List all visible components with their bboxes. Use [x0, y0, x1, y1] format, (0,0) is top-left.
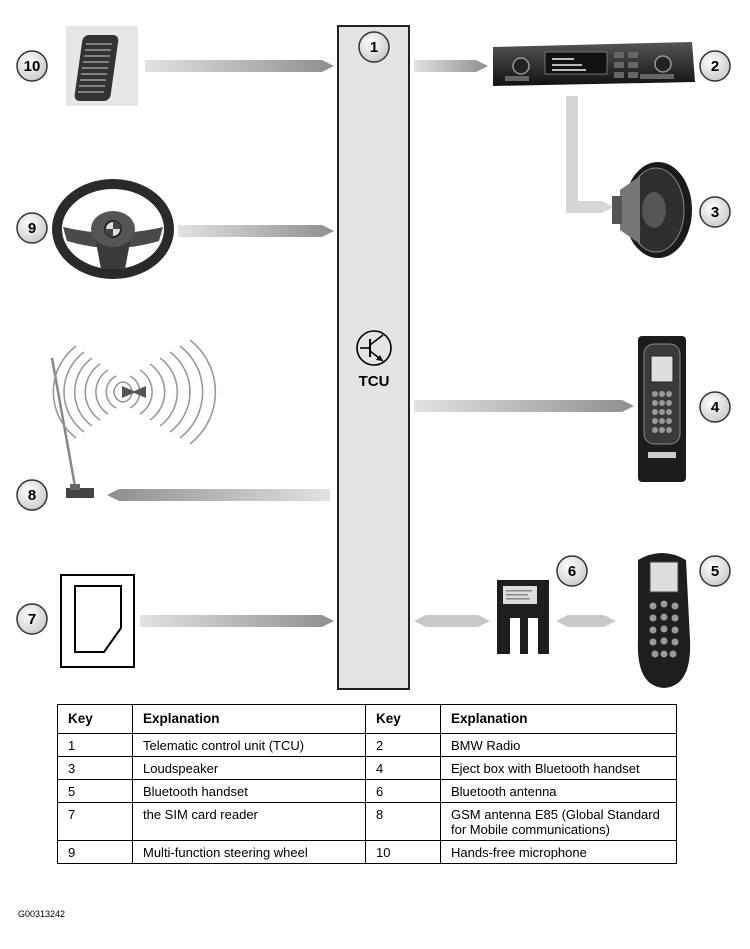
arrow-tcu-to-eject-box	[414, 400, 634, 412]
svg-text:3: 3	[711, 204, 719, 221]
callout-9: 9	[16, 212, 48, 244]
svg-text:4: 4	[711, 399, 720, 416]
header-explanation-2: Explanation	[440, 704, 677, 734]
header-key-2: Key	[365, 704, 441, 734]
svg-text:6: 6	[568, 563, 576, 580]
table-row: 1 Telematic control unit (TCU) 2 BMW Rad…	[57, 733, 677, 757]
microphone-image	[66, 26, 138, 106]
arrow-tcu-bt-antenna	[414, 615, 490, 627]
callout-5: 5	[699, 555, 731, 587]
bluetooth-antenna-image	[497, 580, 549, 654]
bluetooth-handset-image	[637, 553, 691, 688]
svg-text:7: 7	[28, 611, 36, 628]
arrow-bt-antenna-handset	[556, 615, 616, 627]
svg-text:10: 10	[24, 58, 41, 75]
transistor-icon	[356, 330, 392, 366]
gsm-antenna-image	[50, 339, 217, 498]
loudspeaker-image	[612, 162, 692, 258]
table-row: 5 Bluetooth handset 6 Bluetooth antenna	[57, 779, 677, 803]
svg-text:2: 2	[711, 58, 719, 75]
key-cell: 3	[57, 756, 133, 780]
explanation-cell: Multi-function steering wheel	[132, 840, 366, 864]
sim-card-image	[60, 574, 135, 668]
explanation-cell: Bluetooth antenna	[440, 779, 677, 803]
svg-text:8: 8	[28, 487, 36, 504]
key-cell: 1	[57, 733, 133, 757]
arrow-tcu-to-radio	[414, 60, 488, 72]
callout-2: 2	[699, 50, 731, 82]
key-cell: 9	[57, 840, 133, 864]
explanation-cell: the SIM card reader	[132, 802, 366, 841]
steering-wheel-image	[52, 179, 174, 279]
key-cell: 8	[365, 802, 441, 841]
explanation-cell: BMW Radio	[440, 733, 677, 757]
tcu-box: TCU	[337, 25, 410, 690]
table-row: 7 the SIM card reader 8 GSM antenna E85 …	[57, 802, 677, 841]
table-row: 9 Multi-function steering wheel 10 Hands…	[57, 840, 677, 864]
explanation-cell: Telematic control unit (TCU)	[132, 733, 366, 757]
explanation-cell: Bluetooth handset	[132, 779, 366, 803]
arrow-sim-to-tcu	[140, 615, 334, 627]
key-cell: 4	[365, 756, 441, 780]
figure-id: G00313242	[18, 909, 66, 919]
key-cell: 7	[57, 802, 133, 841]
table-row: 3 Loudspeaker 4 Eject box with Bluetooth…	[57, 756, 677, 780]
callout-8: 8	[16, 479, 48, 511]
header-explanation-1: Explanation	[132, 704, 366, 734]
callout-7: 7	[16, 603, 48, 635]
key-cell: 10	[365, 840, 441, 864]
eject-box-handset-image	[638, 336, 686, 482]
arrow-tcu-to-antenna	[107, 489, 330, 501]
explanation-cell: GSM antenna E85 (Global Standard for Mob…	[440, 802, 677, 841]
explanation-cell: Hands-free microphone	[440, 840, 677, 864]
key-table: Key Explanation Key Explanation 1 Telema…	[57, 704, 677, 864]
callouts: 1 10 9 8 7 2 3 4 6 5	[16, 31, 731, 635]
svg-text:9: 9	[28, 220, 36, 237]
connection-arrows	[107, 60, 634, 627]
key-cell: 2	[365, 733, 441, 757]
arrow-microphone-to-tcu	[145, 60, 334, 72]
explanation-cell: Eject box with Bluetooth handset	[440, 756, 677, 780]
callout-3: 3	[699, 196, 731, 228]
callout-10: 10	[16, 50, 48, 82]
callout-6: 6	[556, 555, 588, 587]
svg-text:1: 1	[370, 39, 378, 56]
key-cell: 5	[57, 779, 133, 803]
arrow-wheel-to-tcu	[178, 225, 334, 237]
radio-image	[493, 42, 695, 86]
key-cell: 6	[365, 779, 441, 803]
explanation-cell: Loudspeaker	[132, 756, 366, 780]
arrow-radio-to-speaker	[566, 96, 614, 213]
callout-1: 1	[358, 31, 390, 63]
tcu-connection-diagram: TCU	[16, 25, 731, 690]
header-key-1: Key	[57, 704, 133, 734]
callout-4: 4	[699, 391, 731, 423]
tcu-label: TCU	[359, 373, 390, 390]
key-table-header: Key Explanation Key Explanation	[57, 704, 677, 734]
svg-text:5: 5	[711, 563, 719, 580]
